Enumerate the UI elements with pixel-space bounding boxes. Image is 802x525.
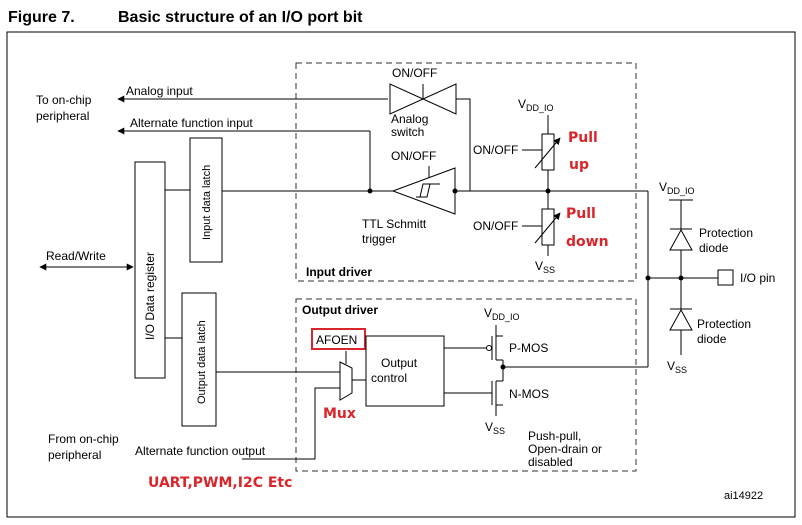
figure-frame — [6, 31, 796, 518]
pull-down-annot-1: Pull — [566, 206, 596, 222]
vss-prot-label: VSS — [667, 359, 687, 375]
to-onchip-label: To on-chip — [36, 93, 92, 107]
peripheral2-label: peripheral — [48, 448, 101, 462]
open-drain-label: Open-drain or — [528, 442, 602, 456]
output-label: Output — [381, 356, 418, 370]
mux-annotation: Mux — [323, 406, 356, 422]
trigger-onoff: ON/OFF — [391, 149, 436, 163]
output-data-latch — [181, 292, 217, 427]
hysteresis-icon — [416, 183, 440, 198]
pullup-variable-arrow — [534, 137, 561, 169]
pulldown-variable-arrow — [534, 212, 561, 244]
disabled-label: disabled — [528, 455, 573, 469]
analog-switch-link — [456, 98, 471, 191]
io-pin-square — [717, 269, 734, 286]
push-pull-label: Push-pull, — [528, 429, 581, 443]
from-onchip-label: From on-chip — [48, 432, 119, 446]
junction-dot — [452, 188, 458, 194]
protection1-label: Protection — [699, 226, 753, 240]
protection2-label: Protection — [697, 317, 751, 331]
pmos-label: P-MOS — [509, 341, 548, 355]
peripherals-annotation: UART,PWM,I2C Etc — [148, 475, 292, 491]
diode2-label: diode — [697, 332, 727, 346]
input-driver-label: Input driver — [306, 265, 372, 279]
analog-switch-onoff: ON/OFF — [392, 66, 437, 80]
figure-title: Basic structure of an I/O port bit — [118, 9, 363, 26]
read-write-label: Read/Write — [46, 249, 106, 263]
alt-func-output-label: Alternate function output — [135, 444, 266, 458]
input-data-latch-label: Input data latch — [201, 165, 213, 240]
io-pin-label: I/O pin — [740, 271, 775, 285]
pull-down-annot-2: down — [566, 234, 609, 250]
nmos-label: N-MOS — [509, 387, 549, 401]
switch-label: switch — [391, 125, 424, 139]
control-label: control — [371, 371, 407, 385]
diode1-label: diode — [699, 241, 729, 255]
pullup-onoff: ON/OFF — [473, 143, 518, 157]
analog-input-label: Analog input — [126, 84, 193, 98]
vss-in-label: VSS — [535, 259, 555, 275]
alt-func-input-label: Alternate function input — [130, 116, 253, 130]
analog-label: Analog — [391, 112, 428, 126]
alt-out-to-mux — [242, 387, 340, 460]
pull-up-annot-2: up — [569, 157, 589, 173]
input-driver-box — [295, 62, 637, 282]
afoen-label: AFOEN — [316, 333, 357, 347]
afoen-highlight — [311, 328, 366, 350]
junction-dot — [500, 364, 506, 370]
output-control-block — [365, 335, 445, 407]
vss-out-label: VSS — [485, 420, 505, 436]
figure-number: Figure 7. — [8, 9, 75, 26]
io-data-register-label: I/O Data register — [143, 252, 157, 340]
vdd-in-label: VDD_IO — [518, 97, 554, 113]
io-data-register — [134, 161, 166, 379]
pmos-gate-bubble — [486, 345, 492, 351]
ttl-schmitt-trigger — [391, 167, 456, 215]
pulldown-onoff: ON/OFF — [473, 219, 518, 233]
peripheral-label: peripheral — [36, 109, 89, 123]
protection-diode-1 — [669, 228, 693, 251]
pull-up-annot-1: Pull — [568, 130, 598, 146]
ttl-schmitt-label: TTL Schmitt — [362, 217, 427, 231]
protection-diode-2 — [669, 308, 693, 331]
junction-dot — [645, 275, 651, 281]
vdd-prot-label: VDD_IO — [659, 180, 695, 196]
output-driver-box — [295, 298, 637, 472]
mux-symbol — [339, 361, 353, 401]
vdd-out-label: VDD_IO — [484, 306, 520, 322]
input-data-latch — [189, 137, 223, 263]
trigger-label: trigger — [362, 232, 396, 246]
output-driver-label: Output driver — [302, 303, 378, 317]
figure-code: ai14922 — [724, 490, 763, 502]
output-data-latch-label: Output data latch — [196, 320, 208, 404]
